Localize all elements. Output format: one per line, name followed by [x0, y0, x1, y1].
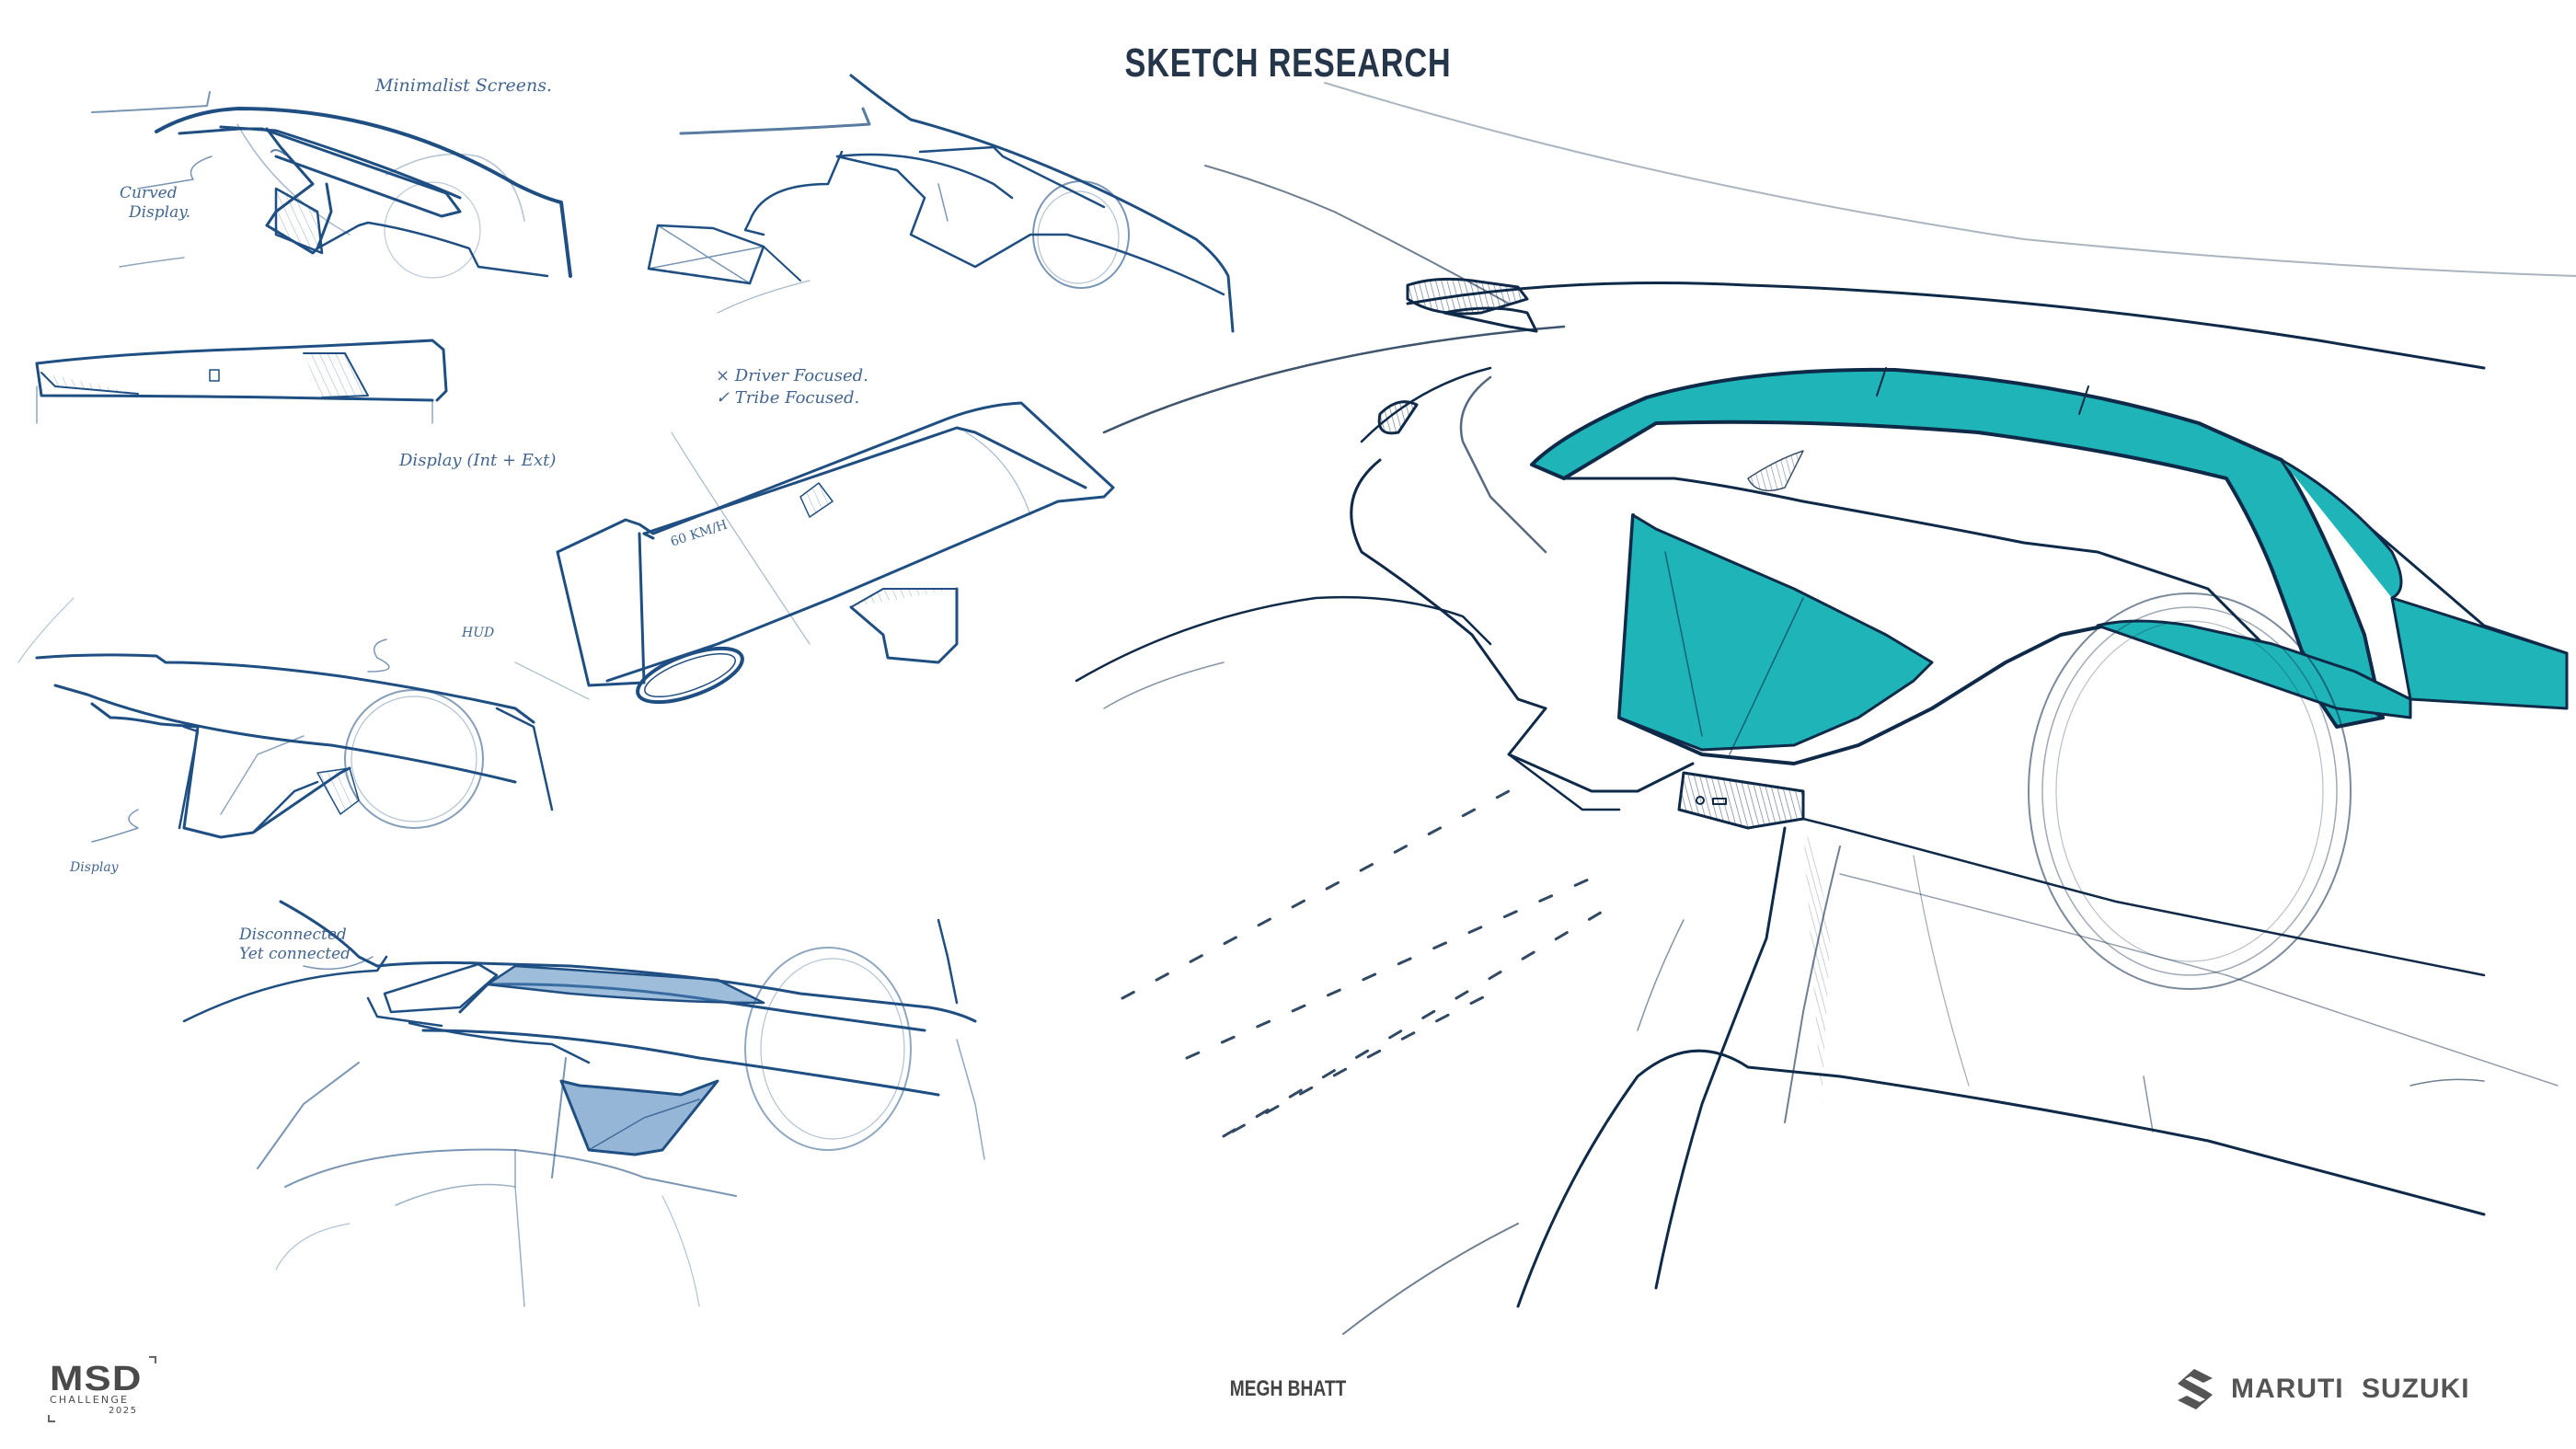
msd-logo-main: MSD	[50, 1360, 143, 1398]
sketch-disconnected-yet-connected	[182, 900, 985, 1307]
annotation-display-int-ext: Display (Int + Ext)	[399, 451, 557, 470]
sketch-tribe-focused-dash	[556, 401, 1115, 705]
msd-logo-sub: CHALLENGE	[50, 1394, 130, 1406]
msd-logo-year: 2025	[109, 1406, 138, 1416]
msd-challenge-logo: MSD CHALLENGE 2025	[44, 1356, 156, 1426]
brand-wordmark: MARUTI SUZUKI	[2231, 1374, 2470, 1404]
sketch-floating-dash-console	[647, 74, 1235, 333]
suzuki-s-icon	[2178, 1369, 2213, 1409]
logo-corner-mark	[48, 1415, 55, 1422]
designer-name: MEGH BHATT	[1229, 1376, 1347, 1401]
annotation-curved-display-line2: Display.	[129, 203, 190, 223]
annotation-curved-display-line1: Curved	[120, 184, 178, 202]
annotation-minimalist-screens: Minimalist Screens.	[375, 75, 553, 96]
sketch-hero-teal-cockpit	[1075, 82, 2576, 1335]
annotation-disconnected-line1: Disconnected	[239, 926, 347, 944]
annotation-disconnected-line2: Yet connected	[239, 945, 351, 964]
annotation-curved-display: Curved Display.	[120, 184, 190, 224]
annotation-disconnected: Disconnected Yet connected	[239, 926, 351, 965]
annotation-tribe-focused: ✓ Tribe Focused.	[716, 388, 860, 408]
sketch-minimalist-curved-display	[91, 91, 572, 279]
sketch-hud-display	[17, 597, 590, 843]
page-title: SKETCH RESEARCH	[1124, 40, 1452, 86]
annotation-display: Display	[70, 860, 119, 875]
annotation-driver-focused: × Driver Focused.	[716, 366, 868, 385]
annotation-hud: HUD	[462, 626, 495, 640]
maruti-suzuki-logo: MARUTI SUZUKI	[2176, 1369, 2470, 1409]
sketch-display-int-ext	[35, 339, 448, 424]
logo-corner-mark	[149, 1356, 156, 1363]
